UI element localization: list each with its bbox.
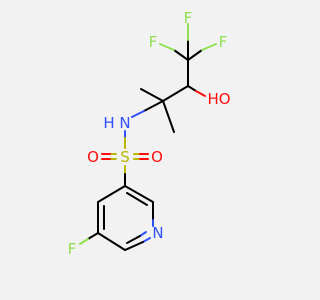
bond-choh-to-o — [187, 85, 197, 92]
molecule-structure: F F F HO N H S O O N F — [68, 9, 231, 258]
bond-methyl-down — [162, 100, 175, 133]
bond-methyl-left — [140, 88, 164, 102]
bond-ring-n1-lower — [142, 237, 151, 243]
atom-amide-h: H — [103, 114, 114, 132]
bond-quaternary-to-n — [143, 100, 164, 112]
bond-cf3-carbon-to-f-left — [173, 49, 189, 61]
bond-n-side-quaternary — [131, 110, 145, 118]
atom-f-top: F — [184, 9, 193, 27]
bond-ring-double-n1-c6-n — [139, 231, 147, 237]
bond-ring-n1-c6 — [124, 241, 144, 251]
atom-ring-f: F — [68, 240, 77, 258]
bond-o-hydroxyl — [195, 90, 206, 97]
bond-ring-double-c3-c2 — [126, 192, 148, 206]
atom-oxygen-left: O — [87, 148, 99, 166]
atom-f-right: F — [219, 33, 228, 51]
atom-f-left: F — [149, 33, 158, 51]
bond-ring-double-n1-c6 — [126, 235, 141, 244]
bond-f-ring — [79, 238, 89, 245]
bond-ring-c4-c3 — [97, 185, 126, 203]
atom-pyridine-n: N — [152, 224, 163, 242]
bond-ring-to-f — [87, 232, 99, 240]
bond-ring-c3-c2 — [124, 185, 154, 203]
bond-ring-c6-c5 — [97, 232, 126, 251]
bond-f-left — [159, 43, 175, 51]
atom-oxygen-right: O — [151, 148, 163, 166]
bond-cf3-carbon-to-f-right — [187, 49, 203, 61]
atom-hydroxyl: HO — [207, 90, 230, 108]
atom-sulfur: S — [120, 148, 130, 166]
bond-f-right — [201, 43, 217, 51]
atom-amide-n: N — [119, 114, 130, 132]
bond-choh-to-quaternary — [162, 85, 189, 102]
